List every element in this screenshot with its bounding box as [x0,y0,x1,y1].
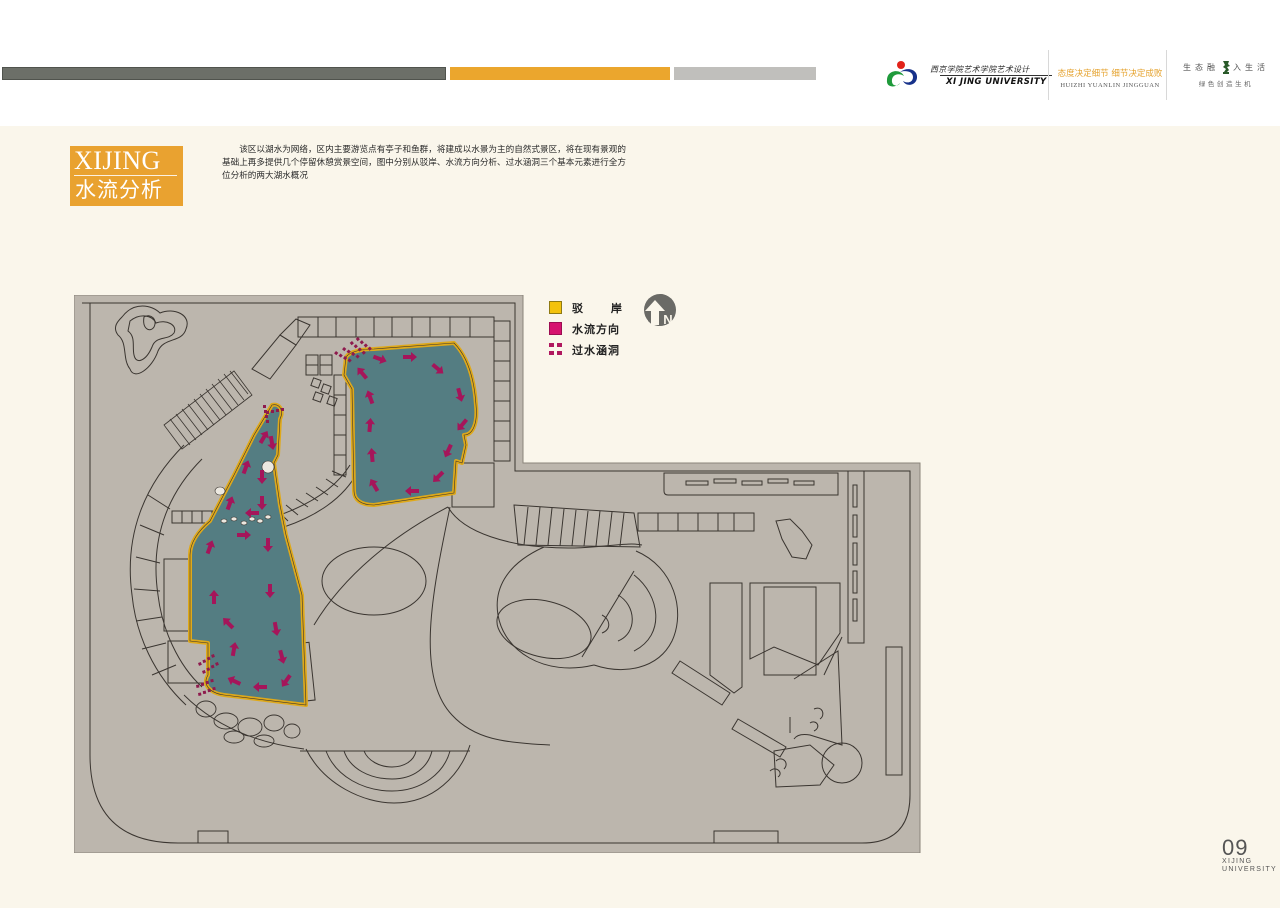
page-number: 09 XIJING UNIVERSITY [1222,835,1278,874]
upper-right-lake [334,335,479,507]
legend-label: 水流方向 [572,322,620,336]
page-number-line1: XIJING [1222,858,1253,865]
header-divider [1166,50,1167,100]
section-title-chinese: 水流分析 [75,178,163,202]
legend-item-flow-direction: 水流方向 [549,318,634,339]
motto-pinyin: HUIZHI YUANLIN JINGGUAN [1060,82,1160,89]
svg-text:N: N [663,312,672,327]
left-curved-path [129,444,203,706]
site-boundary [82,302,911,844]
timber-boardwalk [163,370,253,450]
page-number-value: 09 [1222,835,1249,860]
legend-label: 驳 岸 [572,301,634,315]
slogan-part-left: 生态融 [1183,62,1219,72]
rockery [115,305,188,375]
slogan-part-right: 入生活 [1233,62,1269,72]
section-title-box: XIJING 水流分析 [70,146,183,206]
logo-emblem-icon [886,61,918,87]
right-structures [197,470,903,844]
header-bar-light [674,67,816,80]
header-bar-orange [450,67,670,80]
logo-english-name: XI JING UNIVERSITY [946,77,1047,87]
university-logo: 西京学院艺术学院艺术设计 XI JING UNIVERSITY [884,58,1052,92]
upper-paving-blocks [251,316,511,476]
culvert-dots-icon [549,343,562,356]
stone-paving [183,694,305,750]
sculpture-icon [1223,61,1230,74]
slogan-line-1: 生态融 入生活 [1172,60,1280,74]
logo-underline [940,75,1052,76]
intro-paragraph: 该区以湖水为网络，区内主要游览点有亭子和鱼群，将建成以水景为主的自然式景区，将在… [222,145,626,181]
section-title-english: XIJING [74,146,161,175]
lower-amphitheater [300,744,471,804]
header-divider [1048,50,1049,100]
revetment-swatch-icon [549,301,562,314]
flow-direction-swatch-icon [549,322,562,335]
header-motto: 态度决定细节 细节决定成败 HUIZHI YUANLIN JINGGUAN [1056,67,1164,89]
map-legend: 驳 岸 水流方向 过水涵洞 [549,297,634,360]
site-plan [74,295,921,853]
page-header: 西京学院艺术学院艺术设计 XI JING UNIVERSITY 态度决定细节 细… [0,0,1280,126]
logo-chinese-name: 西京学院艺术学院艺术设计 [930,65,1030,74]
legend-label: 过水涵洞 [572,343,620,357]
section-title-rule [74,175,177,176]
lower-left-lake [188,402,308,707]
legend-item-revetment: 驳 岸 [549,297,634,318]
header-bar-gray [2,67,446,80]
motto-chinese: 态度决定细节 细节决定成败 [1057,69,1163,79]
page-number-line2: UNIVERSITY [1222,866,1278,873]
header-slogan: 生态融 入生活 绿色创造生机 [1172,60,1280,88]
slogan-line-2: 绿色创造生机 [1198,80,1254,88]
site-ground [74,295,921,853]
legend-item-culvert: 过水涵洞 [549,339,634,360]
central-plaza [313,504,755,746]
north-arrow-icon: N [644,294,676,327]
